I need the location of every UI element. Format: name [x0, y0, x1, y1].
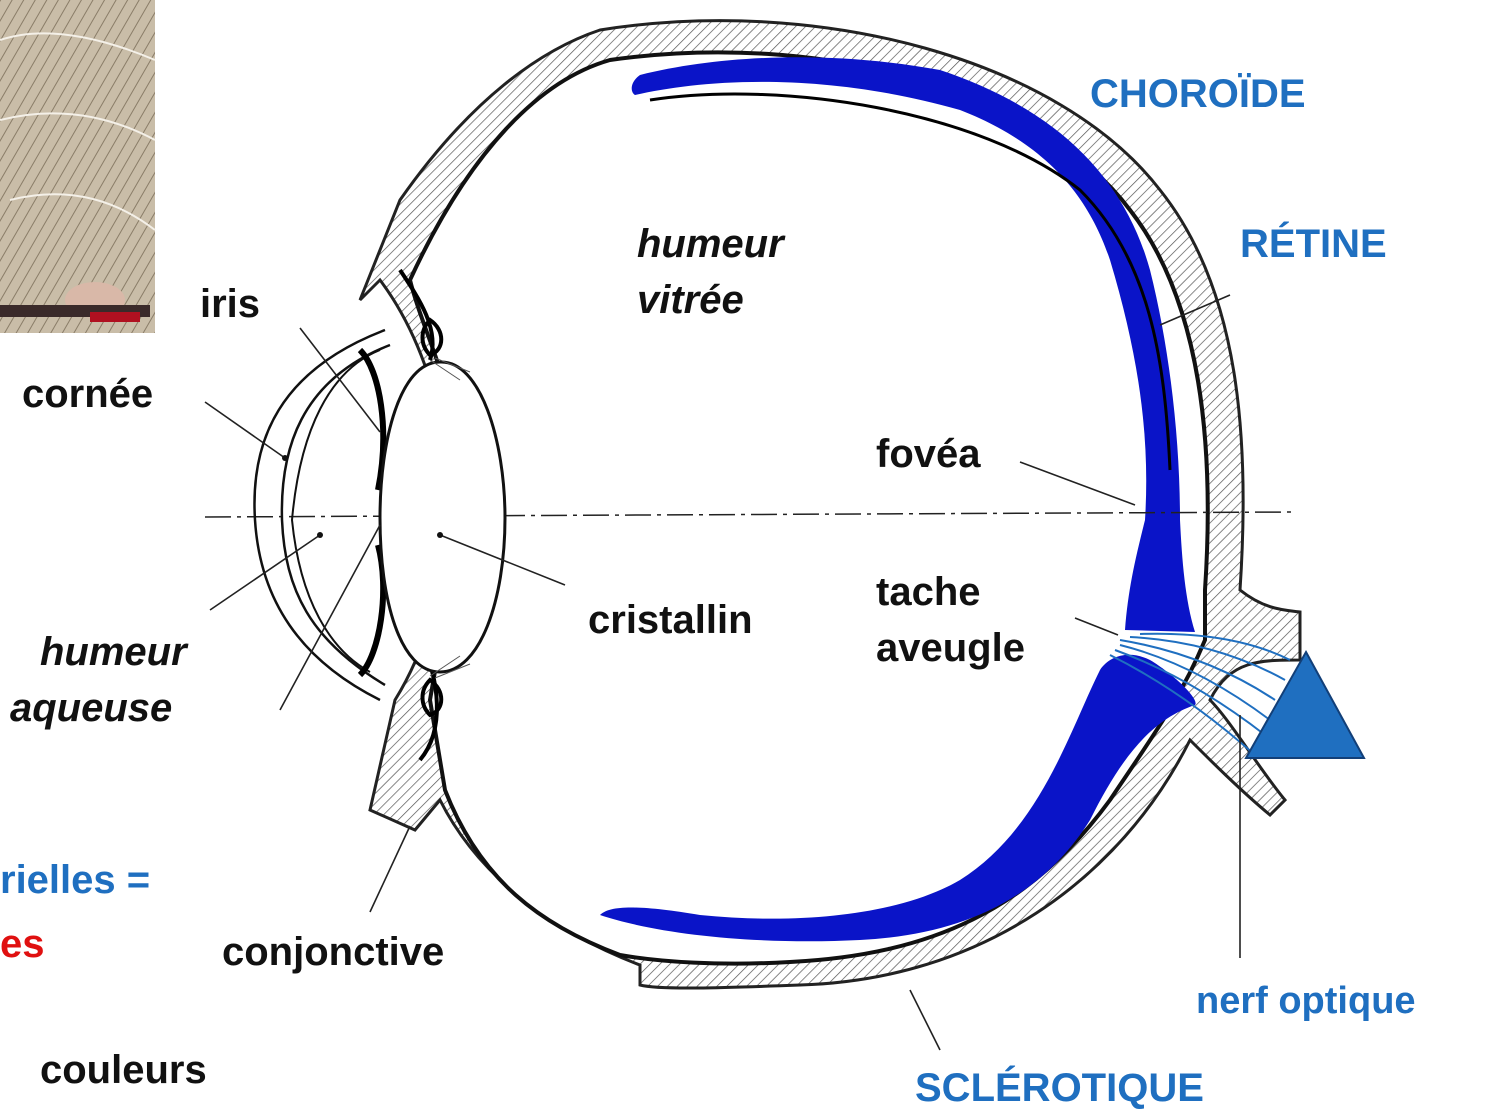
partial-text-fragment-1: rielles = [0, 858, 150, 902]
optic-nerve-triangle [1246, 652, 1364, 758]
leader-conjonctive [370, 826, 410, 912]
label-sclerotique: SCLÉROTIQUE [915, 1066, 1204, 1110]
leader-cornee [205, 402, 285, 458]
label-humeur-vitree-1: humeur [637, 222, 784, 266]
animal-photo [0, 0, 155, 333]
label-conjonctive: conjonctive [222, 930, 444, 974]
leader-sclerotique [910, 990, 940, 1050]
label-humeur-aqueuse-1: humeur [40, 630, 187, 674]
cornea [254, 330, 390, 700]
label-tache-aveugle-1: tache [876, 570, 981, 614]
label-iris: iris [200, 282, 260, 326]
label-nerf-optique: nerf optique [1196, 981, 1416, 1023]
label-fovea: fovéa [876, 432, 981, 476]
leader-iris [300, 328, 380, 432]
leader-humeur-aqueuse [210, 535, 320, 610]
partial-text-fragment-3: couleurs [40, 1048, 207, 1092]
label-tache-aveugle-2: aveugle [876, 626, 1025, 670]
label-cornee: cornée [22, 372, 153, 416]
label-retine: RÉTINE [1240, 222, 1387, 266]
label-cristallin: cristallin [588, 598, 753, 642]
partial-text-fragment-2: es [0, 922, 45, 966]
label-humeur-vitree-2: vitrée [637, 278, 744, 322]
label-choroide: CHOROÏDE [1090, 72, 1306, 116]
lens [380, 362, 505, 672]
anterior-chamber [292, 350, 380, 672]
label-humeur-aqueuse-2: aqueuse [10, 686, 172, 730]
